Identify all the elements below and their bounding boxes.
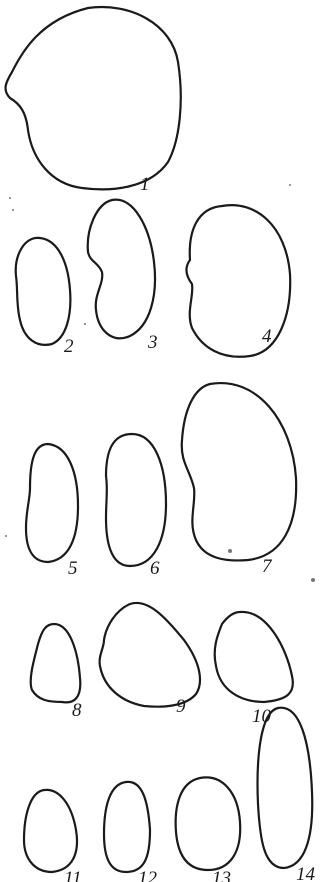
figure-label-5: 5 <box>68 558 78 579</box>
figure-label-12: 12 <box>138 868 158 882</box>
speck <box>289 184 291 186</box>
figure-9: 9 <box>100 603 200 717</box>
figure-label-14: 14 <box>296 864 316 882</box>
outline-11 <box>24 790 77 872</box>
figure-3: 3 <box>88 200 158 353</box>
outline-12 <box>104 782 150 872</box>
dot-marker <box>228 549 232 553</box>
outline-14 <box>258 708 313 868</box>
figure-label-3: 3 <box>147 332 158 353</box>
outline-10 <box>215 612 293 702</box>
figure-1: 1 <box>6 7 181 195</box>
figure-label-2: 2 <box>64 336 74 357</box>
figure-13: 13 <box>176 777 241 882</box>
speck <box>311 578 315 582</box>
speck <box>12 209 14 211</box>
speck <box>84 323 86 325</box>
figure-6: 6 <box>106 434 166 579</box>
figure-4: 4 <box>186 205 290 357</box>
outline-8 <box>31 624 81 702</box>
outline-6 <box>106 434 166 566</box>
figure-label-9: 9 <box>176 696 186 717</box>
figure-label-4: 4 <box>262 326 272 347</box>
outline-5 <box>26 444 78 562</box>
figure-2: 2 <box>16 238 74 357</box>
figure-label-8: 8 <box>72 700 82 721</box>
figure-11: 11 <box>24 790 82 882</box>
figure-label-6: 6 <box>150 558 160 579</box>
speck <box>5 535 7 537</box>
outline-13 <box>176 777 241 870</box>
figure-12: 12 <box>104 782 158 882</box>
figure-7: 7 <box>182 383 296 577</box>
figure-label-13: 13 <box>212 868 231 882</box>
figure-10: 10 <box>215 612 293 727</box>
figure-8: 8 <box>31 624 82 721</box>
outline-4 <box>186 205 290 357</box>
figure-label-11: 11 <box>64 868 82 882</box>
outline-1 <box>6 7 181 189</box>
figure-5: 5 <box>26 444 78 579</box>
outline-3 <box>88 200 155 339</box>
speck <box>9 197 11 199</box>
outline-9 <box>100 603 200 707</box>
figure-label-7: 7 <box>262 556 273 577</box>
outline-2 <box>16 238 71 345</box>
figure-label-1: 1 <box>140 174 150 195</box>
outline-7 <box>182 383 296 560</box>
figure-14: 14 <box>258 708 316 882</box>
